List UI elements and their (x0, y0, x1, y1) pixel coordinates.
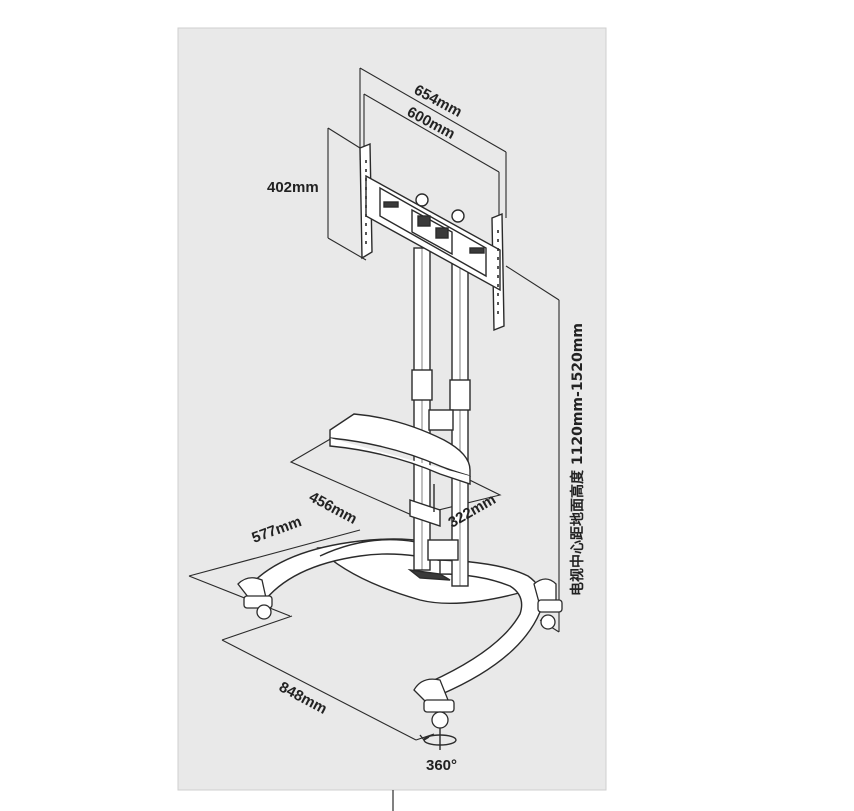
caster-right (533, 578, 563, 630)
caster-left (237, 577, 273, 620)
dim-mount-height: 402mm (267, 179, 319, 196)
caster-front (413, 678, 455, 729)
dim-rotation: 360° (426, 757, 457, 774)
dim-center-height: 电视中心距地面高度 1120mm-1520mm (569, 323, 586, 596)
diagram-panel (177, 27, 607, 791)
stand-poles (411, 247, 471, 587)
media-shelf (329, 413, 471, 527)
tv-mount-bracket (359, 142, 505, 332)
rotation-arrow-icon (419, 728, 457, 750)
